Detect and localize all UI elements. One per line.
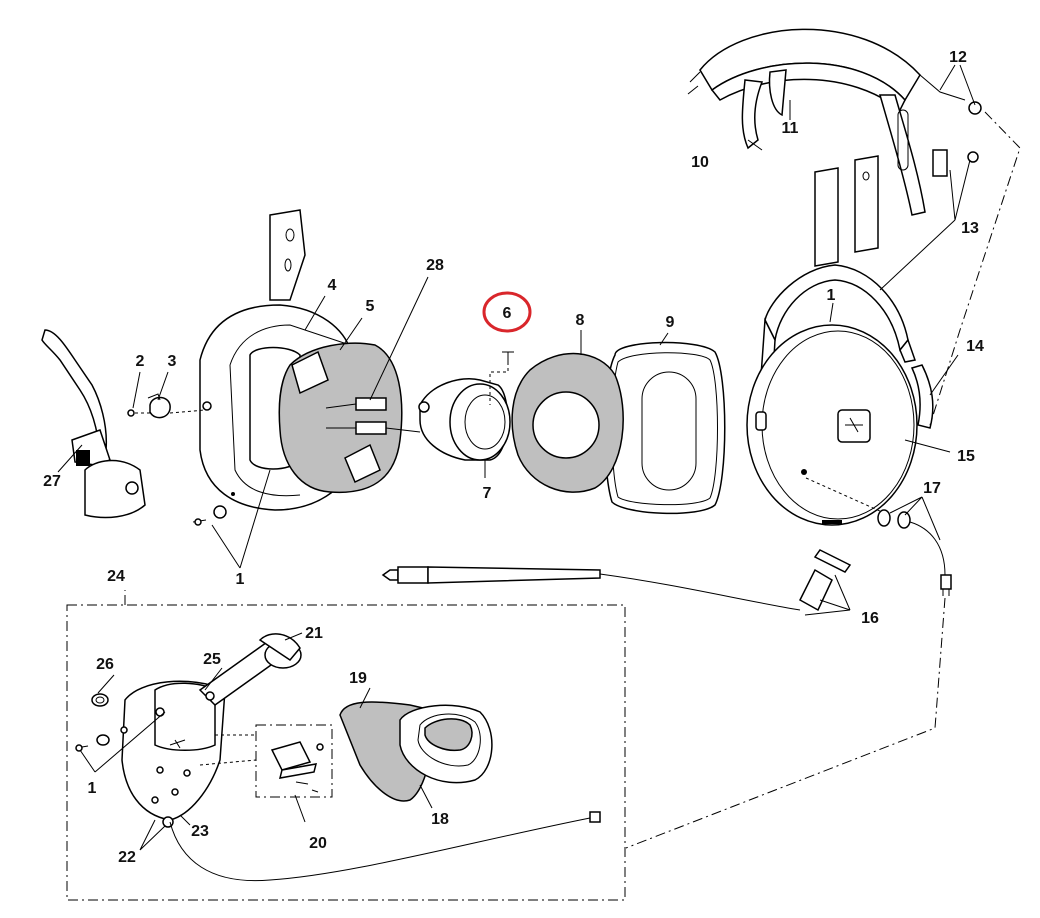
- label-16: 16: [861, 610, 879, 627]
- label-21: 21: [305, 625, 323, 642]
- screws-1-left: [192, 505, 227, 526]
- label-20: 20: [309, 835, 327, 852]
- knob-3-screw-2: [127, 393, 206, 419]
- label-6: 6: [503, 305, 512, 322]
- label-18: 18: [431, 811, 449, 828]
- label-14: 14: [966, 338, 984, 355]
- label-15: 15: [957, 448, 975, 465]
- label-28: 28: [426, 257, 444, 274]
- part-labels: 1 1 1 2 3 4 5 6 7 8 9 10 11 12 13 14 15 …: [43, 49, 984, 866]
- label-2: 2: [136, 353, 145, 370]
- bracket-20: [199, 724, 333, 798]
- cable-16: [381, 549, 852, 612]
- foam-pad-8: [511, 352, 624, 493]
- label-10: 10: [691, 154, 709, 171]
- windscreen-19-18: [339, 701, 493, 802]
- speaker-housing-7: [418, 378, 511, 461]
- label-24: 24: [107, 568, 125, 585]
- label-3: 3: [168, 353, 177, 370]
- label-25: 25: [203, 651, 221, 668]
- screw-6: [489, 351, 514, 405]
- label-1-left: 1: [236, 571, 245, 588]
- label-11: 11: [782, 120, 799, 137]
- label-7: 7: [483, 485, 492, 502]
- label-27: 27: [43, 473, 61, 490]
- label-8: 8: [576, 312, 585, 329]
- label-19: 19: [349, 670, 367, 687]
- label-22: 22: [118, 849, 136, 866]
- mic-housing-23: [120, 680, 226, 821]
- label-12: 12: [949, 49, 967, 66]
- pcb-5: [278, 342, 421, 494]
- mic-cable: [169, 811, 601, 882]
- label-13: 13: [961, 220, 979, 237]
- mic-assembly-box-24: [66, 604, 626, 901]
- mic-boom-21: [198, 633, 302, 706]
- label-17: 17: [923, 480, 941, 497]
- highlight-circle-part-6: [482, 291, 532, 333]
- strap-parts-13: [814, 149, 979, 267]
- label-1-right: 1: [827, 287, 836, 304]
- leader-lines: [57, 64, 976, 851]
- label-9: 9: [666, 314, 675, 331]
- right-earcup: [746, 264, 934, 526]
- mic-arm-27: [41, 329, 146, 519]
- label-23: 23: [191, 823, 209, 840]
- cable-17: [877, 509, 952, 596]
- label-1-mic: 1: [88, 780, 97, 797]
- label-5: 5: [366, 298, 375, 315]
- label-4: 4: [328, 277, 337, 294]
- label-26: 26: [96, 656, 114, 673]
